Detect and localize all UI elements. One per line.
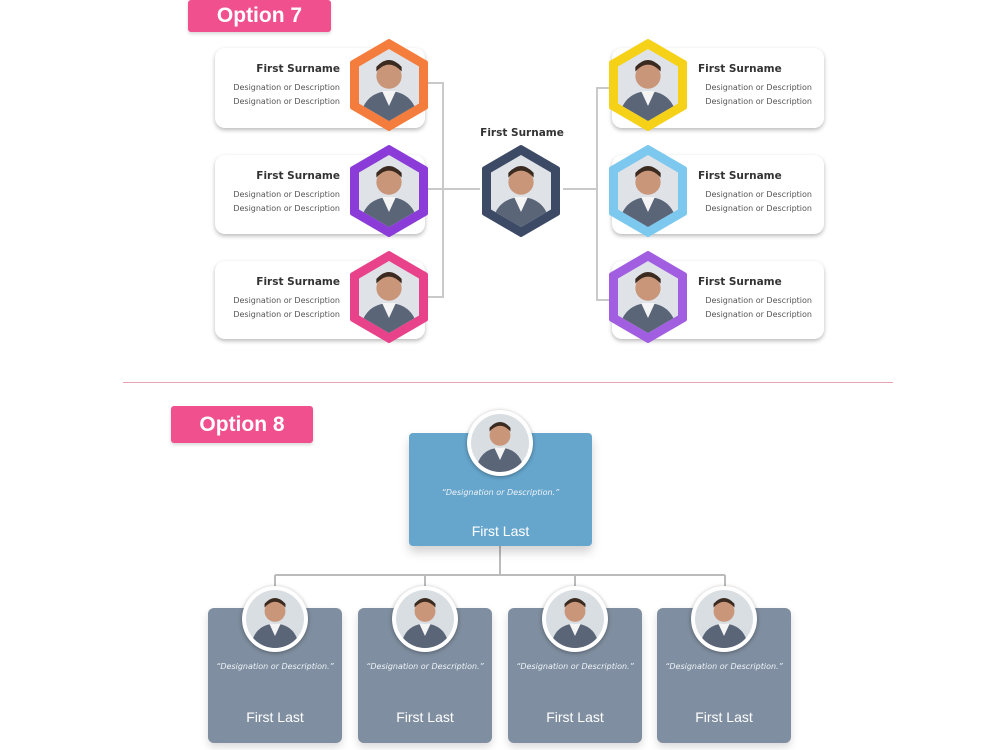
o8-child-box-3[interactable]: “Designation or Description.” First Last (508, 608, 642, 743)
o8-child-name: First Last (396, 709, 454, 725)
o8-child-designation: “Designation or Description.” (665, 662, 783, 671)
person-photo-icon (396, 590, 454, 648)
o8-child-name: First Last (546, 709, 604, 725)
person-photo-icon (246, 590, 304, 648)
o7-avatar-right-3 (606, 250, 690, 344)
person-name: First Surname (256, 170, 340, 182)
o8-top-designation: “Designation or Description.” (441, 488, 560, 497)
person-photo-icon (546, 590, 604, 648)
person-name: First Surname (256, 276, 340, 288)
o8-child-avatar-2 (392, 586, 458, 652)
o8-child-avatar-3 (542, 586, 608, 652)
o8-top-avatar (467, 410, 533, 476)
o8-child-name: First Last (695, 709, 753, 725)
o7-avatar-center (479, 144, 563, 238)
hexagon-photo-frame (609, 145, 687, 237)
hexagon-photo-frame (609, 39, 687, 131)
option-7-label: Option 7 (188, 0, 331, 32)
o7-avatar-left-1 (347, 38, 431, 132)
hexagon-photo-frame (350, 145, 428, 237)
person-photo-icon (695, 590, 753, 648)
person-photo-icon (471, 414, 529, 472)
person-name: First Surname (698, 276, 782, 288)
o8-child-name: First Last (246, 709, 304, 725)
o7-avatar-left-2 (347, 144, 431, 238)
o8-top-name: First Last (471, 523, 530, 539)
person-name: First Surname (256, 63, 340, 75)
person-name: First Surname (698, 63, 782, 75)
hexagon-photo-frame (350, 39, 428, 131)
hexagon-photo-frame (482, 145, 560, 237)
o8-child-designation: “Designation or Description.” (366, 662, 484, 671)
o8-child-avatar-1 (242, 586, 308, 652)
option-8-label: Option 8 (171, 406, 313, 443)
o7-center-name: First Surname (480, 127, 564, 139)
hexagon-photo-frame (609, 251, 687, 343)
o8-child-designation: “Designation or Description.” (216, 662, 334, 671)
o7-avatar-right-1 (606, 38, 690, 132)
o8-child-avatar-4 (691, 586, 757, 652)
section-divider (123, 382, 893, 383)
o8-child-designation: “Designation or Description.” (516, 662, 634, 671)
o7-avatar-left-3 (347, 250, 431, 344)
person-name: First Surname (698, 170, 782, 182)
o7-avatar-right-2 (606, 144, 690, 238)
hexagon-photo-frame (350, 251, 428, 343)
